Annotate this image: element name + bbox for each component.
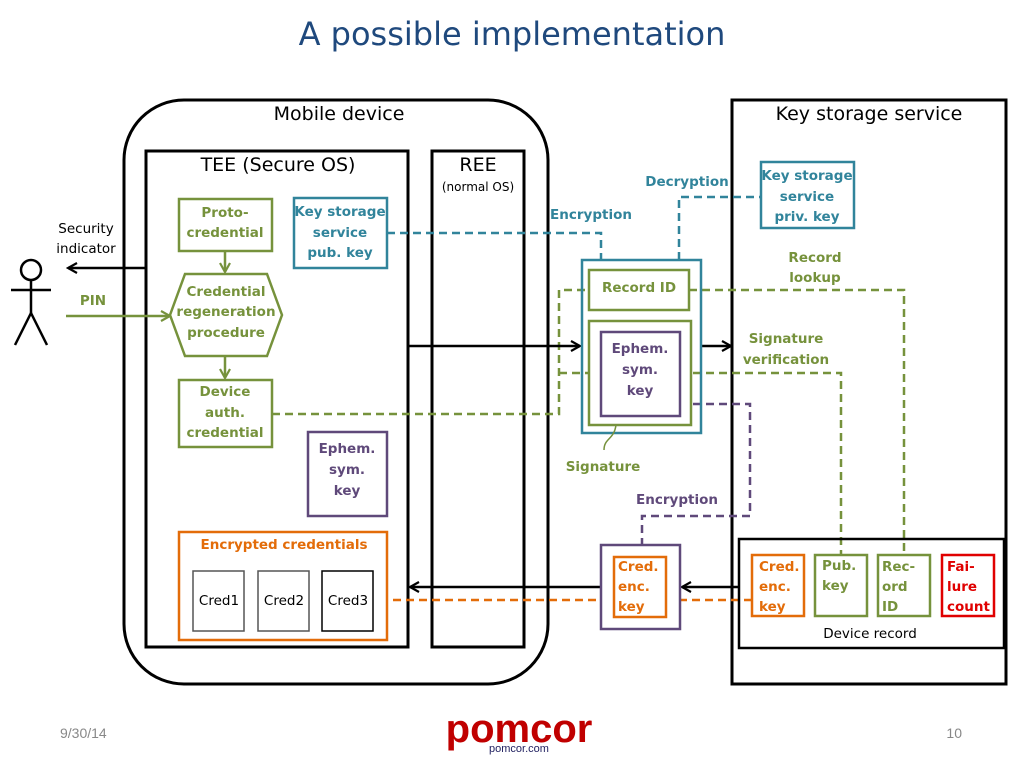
credential-regeneration-hexagon <box>168 272 284 358</box>
tee-box <box>144 149 410 649</box>
encryption-teal-label: Encryption <box>550 207 632 223</box>
record-failure-count-line2: lure <box>947 579 977 595</box>
transit-cred-enc-key-line3: key <box>618 599 645 615</box>
record-cred-enc-key-line3: key <box>759 599 786 615</box>
record-pub-key-line2: key <box>822 578 849 594</box>
proto-credential-box <box>177 197 274 253</box>
footer-date: 9/30/14 <box>60 725 107 741</box>
record-record-id-box <box>876 553 932 618</box>
mobile-device-frame <box>122 98 550 686</box>
ks-priv-key-line1: Key storage <box>761 168 852 184</box>
record-pub-key-line1: Pub. <box>822 558 856 574</box>
cred3-box <box>321 570 374 632</box>
encrypted-credentials-label: Encrypted credentials <box>200 537 367 553</box>
proto-credential-line2: credential <box>186 225 263 241</box>
footer-page-number: 10 <box>946 725 962 741</box>
signature-callout-line <box>603 424 617 451</box>
transit-cred-enc-key-line2: enc. <box>618 579 650 595</box>
envelope-ephem-sym-key-line3: key <box>627 383 654 399</box>
envelope-ephem-sym-key-line1: Ephem. <box>612 341 669 357</box>
tee-ephem-sym-key-line1: Ephem. <box>319 441 376 457</box>
device-record-label: Device record <box>823 626 917 642</box>
ks-pub-key-line3: pub. key <box>307 245 373 261</box>
signature-verification-connector <box>693 371 843 555</box>
encryption-purple-label: Encryption <box>636 492 718 508</box>
record-failure-count-line3: count <box>947 599 990 615</box>
encryption-teal-connector <box>387 231 603 260</box>
device-auth-credential-line1: Device <box>200 384 251 400</box>
cred3-label: Cred3 <box>328 593 368 609</box>
pomcor-logo-url: pomcor.com <box>489 743 549 755</box>
device-auth-to-record-id-connector <box>272 288 589 416</box>
encryption-purple-connector <box>640 402 752 545</box>
signature-label: Signature <box>566 459 641 475</box>
tee-ephem-sym-key-line3: key <box>334 483 361 499</box>
ks-priv-key-box <box>759 160 856 230</box>
record-record-id-line2: ord <box>882 579 908 595</box>
envelope-box <box>580 258 703 435</box>
cred2-label: Cred2 <box>264 593 304 609</box>
tee-ephem-sym-key-line2: sym. <box>329 462 365 478</box>
mobile-device-label: Mobile device <box>274 103 405 125</box>
signature-verification-label-line1: Signature <box>749 331 824 347</box>
ks-pub-key-line1: Key storage <box>294 204 385 220</box>
page-title: A possible implementation <box>299 15 726 53</box>
credential-regeneration-line1: Credential <box>187 284 266 300</box>
record-lookup-label-line1: Record <box>788 250 841 266</box>
envelope-record-id-label: Record ID <box>602 280 676 296</box>
cred1-box <box>192 570 245 632</box>
decryption-connector <box>677 195 761 260</box>
key-storage-service-label: Key storage service <box>776 103 963 125</box>
decryption-label: Decryption <box>645 174 728 190</box>
record-lookup-label-line2: lookup <box>789 270 841 286</box>
record-record-id-line1: Rec- <box>882 559 915 575</box>
envelope-ephem-sym-key-line2: sym. <box>622 362 658 378</box>
ree-label: REE <box>459 154 496 176</box>
envelope-record-id-box <box>587 268 691 312</box>
cred2-box <box>257 570 310 632</box>
device-auth-credential-line3: credential <box>186 425 263 441</box>
ks-pub-key-line2: service <box>313 225 367 241</box>
device-auth-credential-box <box>177 378 274 449</box>
security-indicator-label-line1: Security <box>58 221 113 237</box>
device-record-box <box>737 537 1006 650</box>
cred1-label: Cred1 <box>199 593 239 609</box>
record-failure-count-line1: Fai- <box>947 559 975 575</box>
transit-cred-enc-key-line1: Cred. <box>618 559 659 575</box>
record-record-id-line3: ID <box>882 599 898 615</box>
transit-cred-enc-key-box <box>612 555 668 619</box>
record-failure-count-box <box>940 553 996 618</box>
envelope-ephem-sym-key-box <box>599 330 682 418</box>
credential-regeneration-line2: regeneration <box>176 304 275 320</box>
credential-regeneration-line3: procedure <box>187 325 265 341</box>
record-pub-key-box <box>813 553 869 618</box>
record-cred-enc-key-line2: enc. <box>759 579 791 595</box>
security-indicator-label-line2: indicator <box>56 241 116 257</box>
user-icon <box>11 258 51 346</box>
key-storage-service-box <box>730 98 1008 686</box>
ree-sublabel: (normal OS) <box>442 180 514 194</box>
record-cred-enc-key-box <box>750 553 806 618</box>
pomcor-logo: pomcor <box>446 707 593 751</box>
record-lookup-connector <box>689 288 906 555</box>
ks-priv-key-line3: priv. key <box>774 209 839 225</box>
tee-label: TEE (Secure OS) <box>200 154 356 176</box>
proto-credential-line1: Proto- <box>201 205 248 221</box>
ree-box <box>430 149 526 649</box>
device-auth-credential-line2: auth. <box>205 405 245 421</box>
ks-priv-key-line2: service <box>780 189 834 205</box>
tee-ephem-sym-key-box <box>306 430 389 518</box>
record-cred-enc-key-line1: Cred. <box>759 559 800 575</box>
signature-verification-label-line2: verification <box>743 352 829 368</box>
pin-label: PIN <box>80 293 106 309</box>
